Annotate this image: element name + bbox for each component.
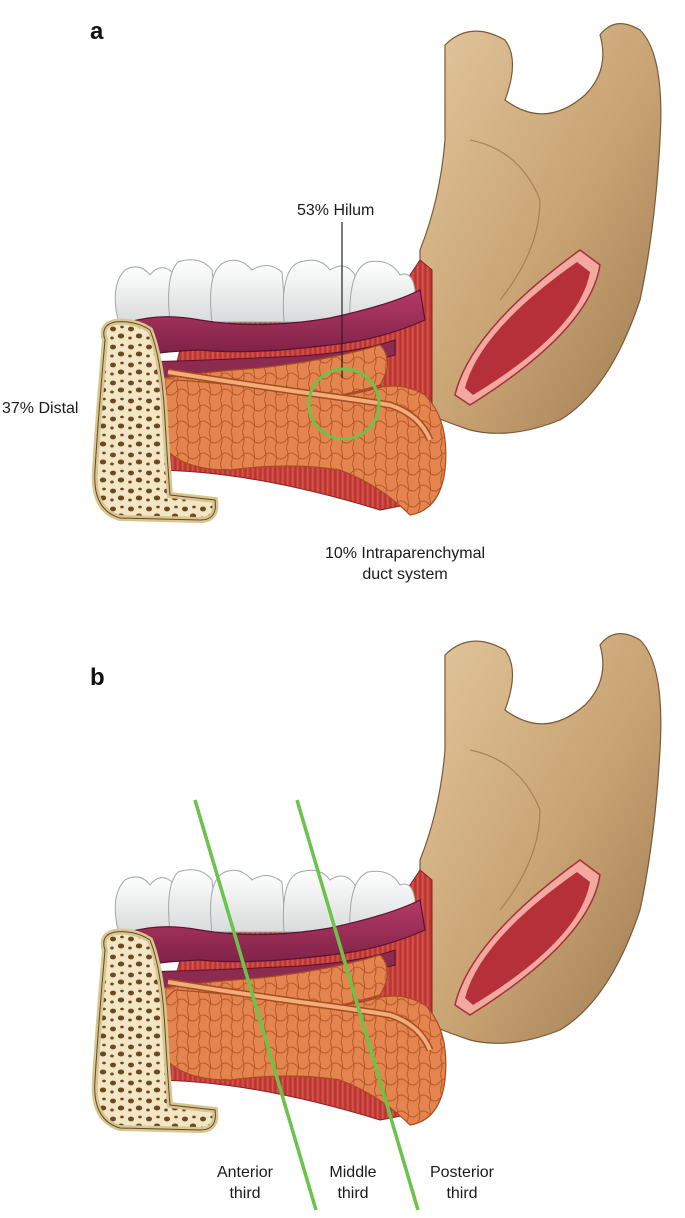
label-middle-third: Middle third (308, 1162, 398, 1204)
panel-b-letter: b (90, 664, 105, 691)
middle-posterior-divider (295, 799, 420, 1211)
label-hilum: 53% Hilum (297, 202, 375, 219)
label-intraparenchymal: 10% Intraparenchymal duct system (300, 543, 510, 585)
label-middle-line2: third (337, 1185, 369, 1202)
label-intraparenchymal-line2: duct system (362, 566, 448, 583)
label-anterior-line1: Anterior (216, 1164, 274, 1181)
label-intraparenchymal-line1: 10% Intraparenchymal (324, 545, 486, 562)
panel-b: b Anterior third Middle third Posterior … (0, 610, 685, 1218)
panel-a-letter: a (90, 18, 104, 45)
panel-a-illustration (0, 0, 685, 600)
label-posterior-line1: Posterior (429, 1164, 495, 1181)
label-posterior-line2: third (446, 1185, 478, 1202)
hilum-indicator-circle (307, 367, 381, 441)
panel-b-illustration (0, 610, 685, 1211)
label-anterior-line2: third (229, 1185, 261, 1202)
label-posterior-third: Posterior third (417, 1162, 507, 1204)
label-middle-line1: Middle (329, 1164, 377, 1181)
label-distal: 37% Distal (2, 400, 79, 417)
panel-a: a 53% Hilum 37% Distal 10% Intraparenchy… (0, 0, 685, 600)
label-anterior-third: Anterior third (200, 1162, 290, 1204)
anterior-middle-divider (193, 799, 318, 1211)
